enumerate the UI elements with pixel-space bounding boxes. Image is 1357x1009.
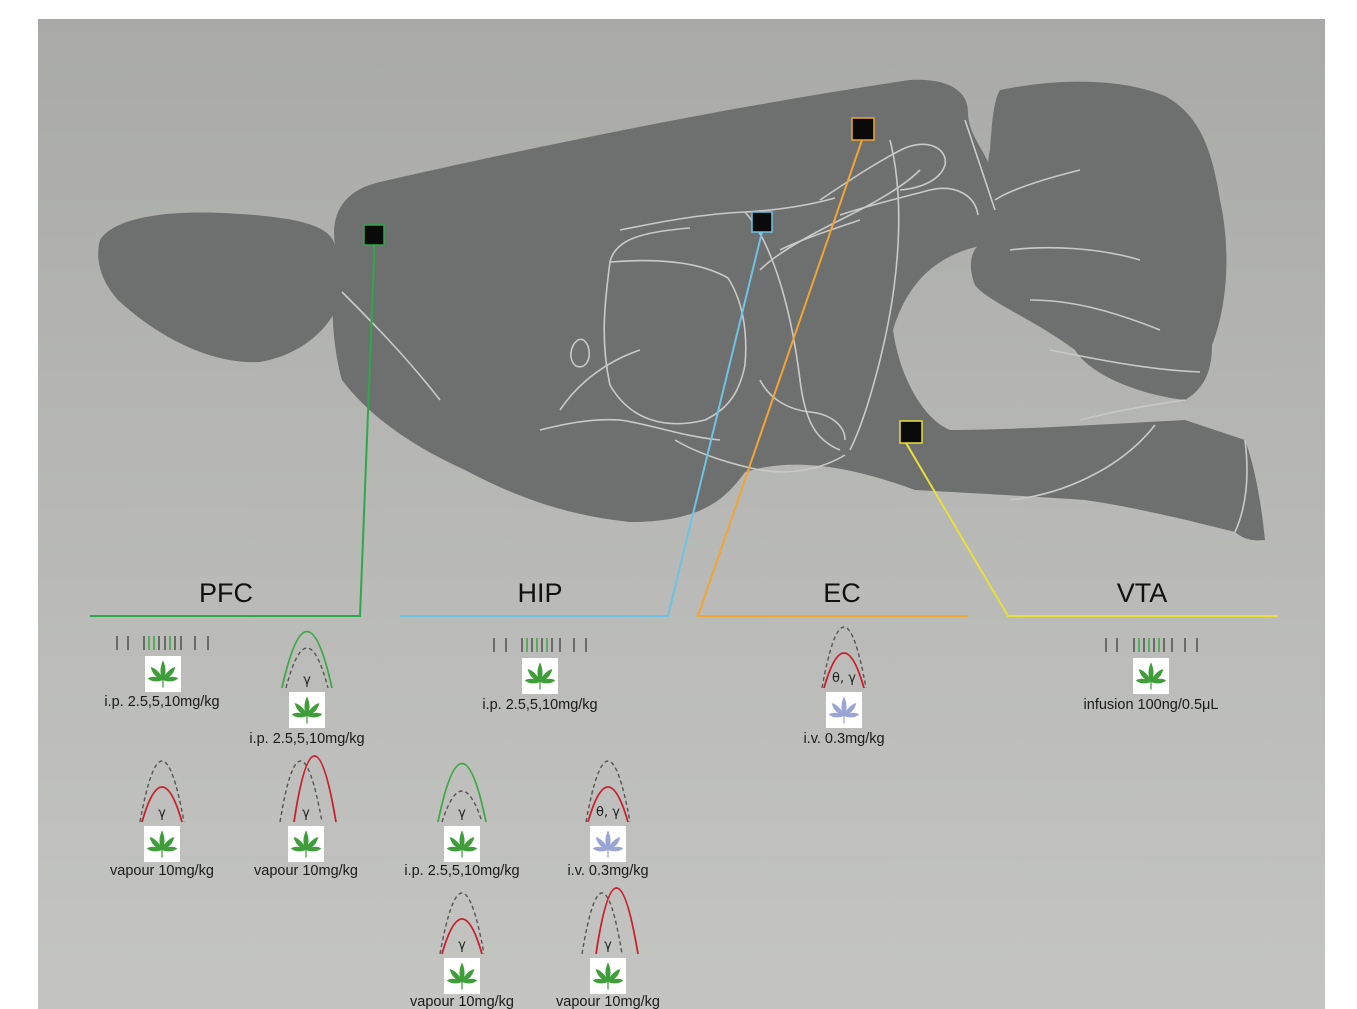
ec-site-marker [851, 117, 875, 141]
panel-caption: infusion 100ng/0.5μL [1084, 697, 1219, 713]
band-label: γ [302, 806, 310, 821]
vta-site-marker [899, 420, 923, 444]
hip-iv-panel: θ, γ i.v. 0.3mg/kg [567, 760, 649, 879]
panel-caption: i.v. 0.3mg/kg [803, 731, 884, 747]
hip-ip-panel: γ i.p. 2.5,5,10mg/kg [404, 762, 520, 879]
band-label: γ [158, 806, 166, 821]
panel-caption: vapour 10mg/kg [410, 994, 514, 1009]
hip-vapour-panel-a: γ vapour 10mg/kg [410, 892, 514, 1009]
panel-caption: i.p. 2.5,5,10mg/kg [482, 697, 597, 713]
vta-connector [905, 442, 1278, 617]
ec-iv-panel: θ, γ i.v. 0.3mg/kg [803, 626, 885, 747]
baseline-arc [285, 647, 329, 689]
baseline-arc [279, 760, 323, 823]
effect-arc [823, 652, 865, 689]
baseline-arc [585, 760, 631, 823]
hip-connector [400, 231, 763, 617]
panel-caption: vapour 10mg/kg [556, 994, 660, 1009]
effect-arc [141, 786, 183, 823]
ec-connector [696, 139, 968, 617]
pfc-vapour-panel-b: γ vapour 10mg/kg [254, 755, 358, 879]
pfc-ip-panel: γ i.p. 2.5,5,10mg/kg [249, 630, 365, 747]
panel-caption: i.p. 2.5,5,10mg/kg [249, 731, 364, 747]
baseline-arc [439, 892, 485, 955]
baseline-arc [821, 626, 867, 689]
hip-vapour-panel-b: γ vapour 10mg/kg [556, 887, 660, 1009]
anatomical-outlines [341, 119, 1248, 533]
effect-arc [293, 755, 337, 823]
hip-firing-panel: i.p. 2.5,5,10mg/kg [482, 638, 598, 713]
ec-region-title: EC [823, 578, 861, 608]
effect-arc [281, 630, 333, 689]
panel-caption: i.v. 0.3mg/kg [567, 863, 648, 879]
panel-caption: vapour 10mg/kg [254, 863, 358, 879]
brain-silhouette [98, 79, 1265, 541]
panel-caption: i.p. 2.5,5,10mg/kg [104, 694, 219, 710]
panel-caption: vapour 10mg/kg [110, 863, 214, 879]
effect-arc [587, 786, 629, 823]
hip-site-marker [751, 211, 773, 233]
cerebellum [970, 81, 1227, 401]
band-label: γ [604, 938, 612, 953]
hip-region-title: HIP [517, 578, 562, 608]
vta-firing-panel: infusion 100ng/0.5μL [1084, 638, 1219, 713]
band-label: γ [458, 806, 466, 821]
vta-region-title: VTA [1117, 578, 1168, 608]
spike-raster [1105, 638, 1198, 652]
band-label: γ [458, 938, 466, 953]
region-connector-lines [90, 139, 1278, 617]
pfc-connector [90, 245, 375, 617]
effect-arc [437, 762, 487, 823]
pfc-site-marker [363, 224, 385, 246]
effect-arc [595, 887, 639, 955]
baseline-arc [139, 760, 185, 823]
cortex-shape [332, 79, 1265, 541]
pfc-vapour-panel-a: γ vapour 10mg/kg [110, 760, 214, 879]
band-label: θ, γ [596, 805, 620, 820]
baseline-arc [441, 790, 483, 823]
pfc-region-title: PFC [199, 578, 253, 608]
spike-raster [116, 636, 209, 650]
spike-raster [493, 638, 587, 652]
band-label: γ [303, 673, 311, 688]
panel-caption: i.p. 2.5,5,10mg/kg [404, 863, 519, 879]
effect-arc [441, 918, 483, 955]
baseline-arc [581, 892, 623, 955]
band-label: θ, γ [832, 671, 856, 686]
olfactory-bulb [98, 212, 340, 363]
pfc-firing-panel: i.p. 2.5,5,10mg/kg [104, 636, 220, 710]
recording-site-markers [363, 117, 923, 444]
